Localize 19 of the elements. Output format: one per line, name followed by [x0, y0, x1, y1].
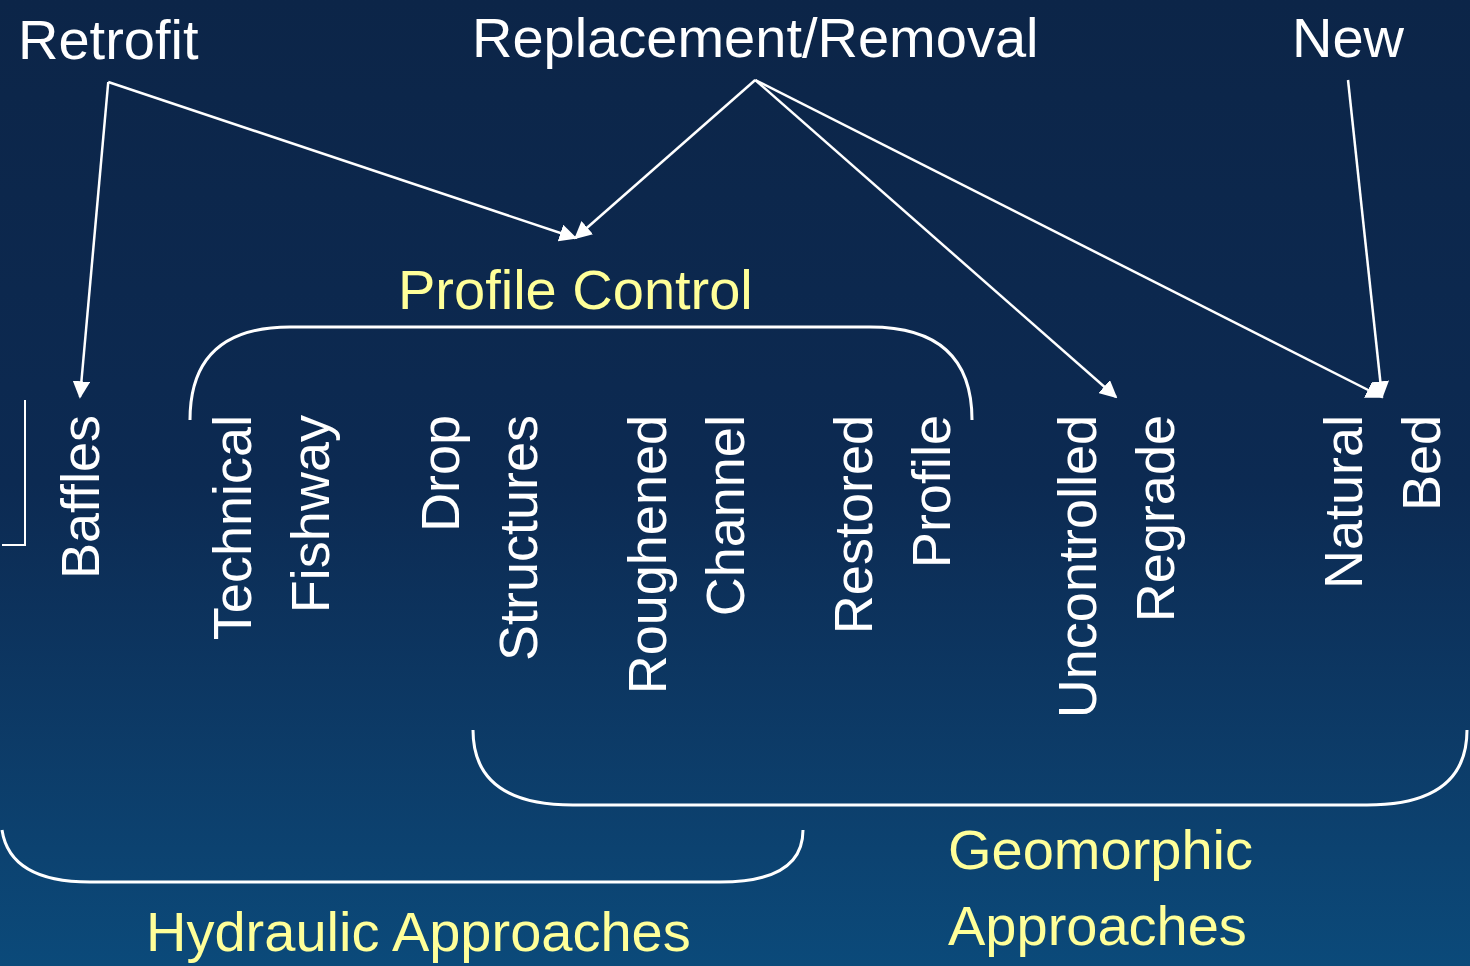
category-heading: Replacement/Removal	[472, 4, 1039, 72]
vertical-label: Baffles	[41, 415, 119, 580]
vertical-label: Technical Fishway	[193, 415, 349, 641]
vertical-label: Restored Profile	[814, 415, 970, 635]
arrow	[754, 79, 1118, 399]
vertical-label: Uncontrolled Regrade	[1038, 415, 1194, 719]
group-heading: Geomorphic Approaches	[948, 817, 1255, 959]
group-heading: Profile Control	[398, 256, 753, 324]
arrow	[107, 80, 578, 242]
arrow	[72, 81, 110, 399]
group-heading: Hydraulic Approaches	[146, 899, 692, 965]
vertical-label: Natural Bed	[1304, 415, 1460, 590]
category-heading: Retrofit	[18, 6, 199, 74]
vertical-label: Roughened Channel	[608, 415, 764, 695]
arrow	[754, 78, 1384, 399]
arrow	[574, 79, 757, 240]
category-heading: New	[1292, 4, 1405, 72]
vertical-label: Drop Structures	[401, 415, 557, 662]
arrow	[1346, 79, 1389, 399]
